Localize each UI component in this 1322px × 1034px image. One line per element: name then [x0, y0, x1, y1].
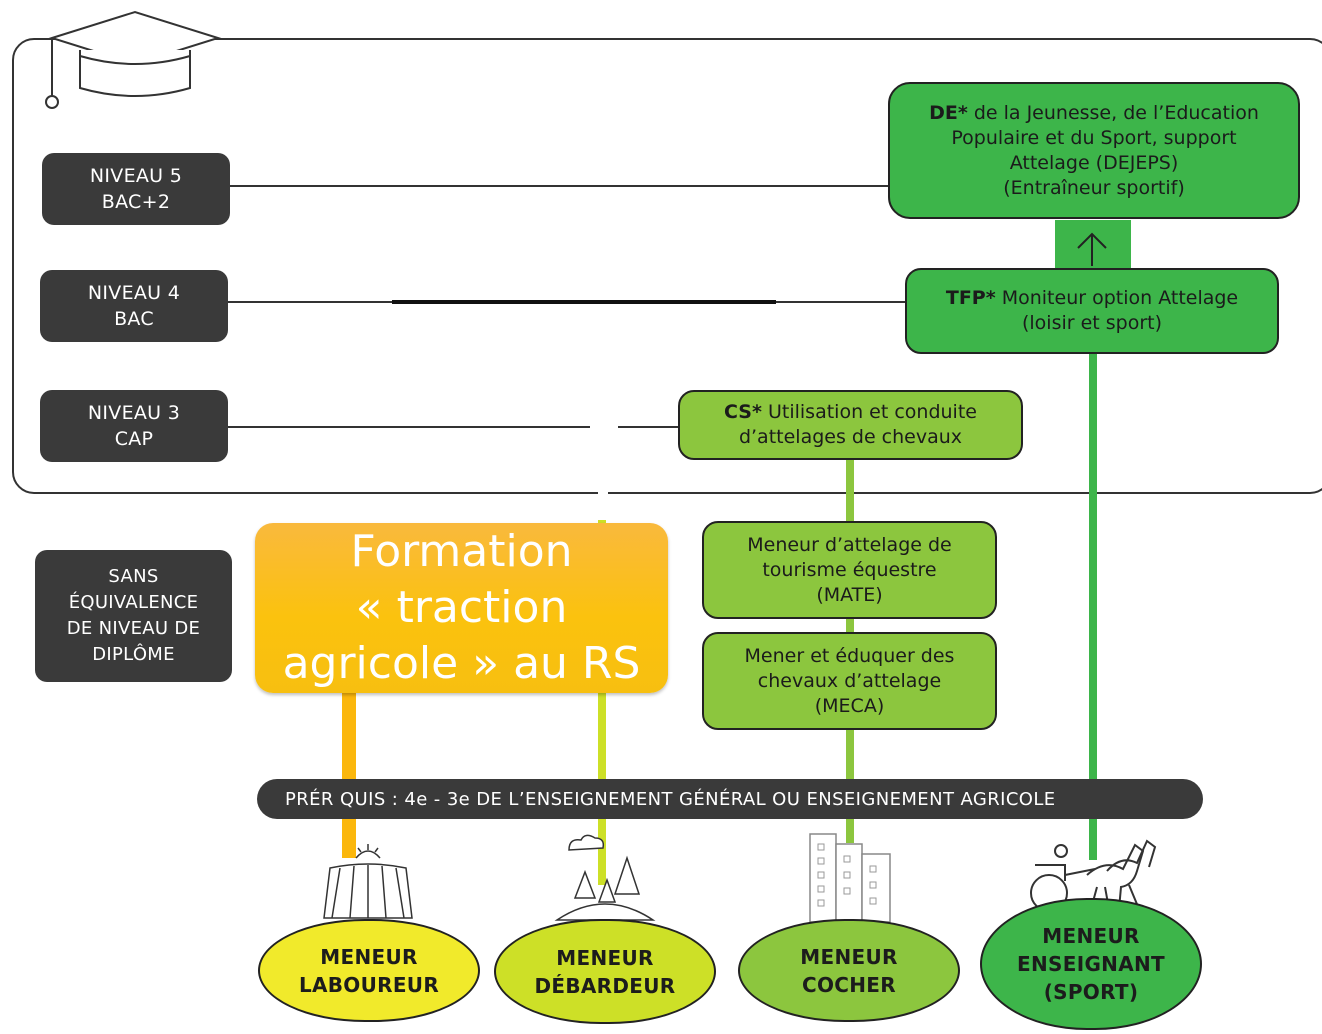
prerequisites-bar: PRÉR QUIS : 4e - 3e DE L’ENSEIGNEMENT GÉ…	[257, 779, 1203, 819]
level3-line-left	[226, 426, 590, 428]
tfp-line2: (loisir et sport)	[1021, 312, 1163, 334]
education-levels-frame	[12, 38, 1322, 494]
mate-line2: tourisme équestre	[762, 558, 937, 581]
tfp-line1: TFP* Moniteur option Attelage	[946, 286, 1238, 311]
meca-line3: (MECA)	[814, 694, 885, 717]
level-5-line1: NIVEAU 5	[89, 165, 183, 187]
path-debardeur-line	[598, 520, 606, 885]
job-cocher: MENEUR COCHER	[738, 919, 960, 1022]
cs-line1: CS* Utilisation et conduite	[724, 400, 977, 425]
level-3-line2: CAP	[114, 428, 154, 450]
level5-line	[228, 185, 890, 187]
job-cocher-line2: COCHER	[802, 972, 896, 997]
arrow-up-icon	[1077, 232, 1107, 266]
cs-bold: CS*	[724, 401, 762, 423]
cs-box: CS* Utilisation et conduite d’attelages …	[678, 390, 1023, 460]
city-buildings-icon	[809, 833, 891, 923]
formation-rs-box: Formation « traction agricole » au RS	[255, 523, 668, 693]
level-5-label: NIVEAU 5 BAC+2	[42, 153, 230, 225]
mate-box: Meneur d’attelage de tourisme équestre (…	[702, 521, 997, 619]
level-5-line2: BAC+2	[101, 191, 171, 213]
tfp-box: TFP* Moniteur option Attelage (loisir et…	[905, 268, 1279, 354]
job-cocher-line1: MENEUR	[800, 944, 898, 969]
meca-line2: chevaux d’attelage	[757, 669, 942, 692]
path-debardeur-dash	[598, 420, 608, 520]
no-level-line2: ÉQUIVALENCE	[68, 592, 199, 613]
job-laboureur: MENEUR LABOUREUR	[258, 919, 480, 1022]
meca-line1: Mener et éduquer des	[744, 644, 955, 667]
level-3-label: NIVEAU 3 CAP	[40, 390, 228, 462]
path-sport-line	[1089, 350, 1097, 860]
dejeps-box: DE* de la Jeunesse, de l’Education Popul…	[888, 82, 1300, 219]
no-level-line1: SANS	[108, 566, 159, 587]
plowed-field-icon	[323, 844, 413, 919]
job-debardeur-line2: DÉBARDEUR	[534, 973, 676, 998]
no-level-line4: DIPLÔME	[92, 644, 175, 665]
dejeps-bold: DE*	[929, 101, 968, 124]
graduation-cap-icon	[45, 10, 222, 109]
job-enseignant-line2: ENSEIGNANT	[1017, 952, 1165, 976]
job-laboureur-line1: MENEUR	[320, 944, 418, 969]
job-enseignant-line3: (SPORT)	[1043, 980, 1139, 1004]
dejeps-line4: (Entraîneur sportif)	[1003, 176, 1185, 199]
prerequisites-text: PRÉR QUIS : 4e - 3e DE L’ENSEIGNEMENT GÉ…	[285, 788, 1056, 810]
level-3-line1: NIVEAU 3	[87, 402, 181, 424]
cs-text1: Utilisation et conduite	[761, 401, 977, 423]
formation-rs-line1: Formation	[350, 526, 573, 577]
job-debardeur: MENEUR DÉBARDEUR	[494, 919, 716, 1024]
level-4-line2: BAC	[114, 308, 154, 330]
level4-line-bold	[392, 300, 776, 304]
mate-line3: (MATE)	[816, 583, 883, 606]
forest-icon	[554, 834, 656, 921]
dejeps-line1: DE* de la Jeunesse, de l’Education	[929, 101, 1259, 126]
job-laboureur-line2: LABOUREUR	[298, 972, 440, 997]
job-debardeur-line1: MENEUR	[556, 945, 654, 970]
mate-line1: Meneur d’attelage de	[747, 533, 952, 556]
level-4-line1: NIVEAU 4	[87, 282, 181, 304]
meca-box: Mener et éduquer des chevaux d’attelage …	[702, 632, 997, 730]
dejeps-text1: de la Jeunesse, de l’Education	[967, 101, 1259, 124]
dejeps-line3: Attelage (DEJEPS)	[1009, 151, 1179, 174]
cs-line2: d’attelages de chevaux	[738, 426, 963, 448]
tfp-bold: TFP*	[945, 287, 996, 309]
job-enseignant-line1: MENEUR	[1042, 924, 1140, 948]
level3-line-right	[618, 426, 680, 428]
formation-rs-line2: « traction	[355, 582, 568, 633]
dejeps-line2: Populaire et du Sport, support	[951, 126, 1237, 149]
job-enseignant: MENEUR ENSEIGNANT (SPORT)	[980, 898, 1202, 1030]
no-level-line3: DE NIVEAU DE	[66, 618, 201, 639]
formation-rs-line3: agricole » au RS	[282, 638, 641, 689]
path-laboureur-line	[342, 688, 356, 858]
level-4-label: NIVEAU 4 BAC	[40, 270, 228, 342]
tfp-text1: Moniteur option Attelage	[995, 287, 1239, 309]
no-level-label: SANS ÉQUIVALENCE DE NIVEAU DE DIPLÔME	[35, 550, 232, 682]
